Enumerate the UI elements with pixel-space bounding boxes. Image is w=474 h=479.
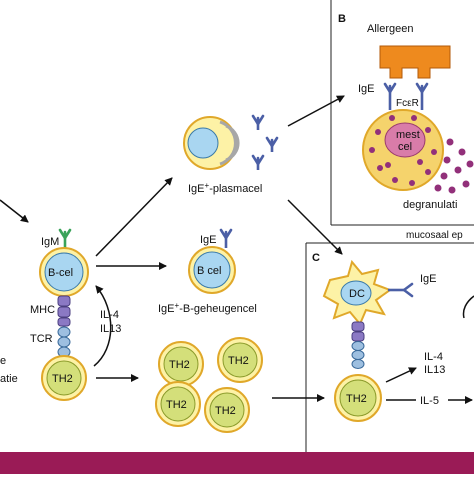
th2-cluster-label-1: TH2 <box>169 359 190 371</box>
memory-cell-label: IgE+-B-geheugencel <box>158 301 257 315</box>
th2-cluster-cell-1 <box>158 341 204 387</box>
mhc-label: MHC <box>30 304 55 316</box>
secreted-ige-3 <box>251 154 265 166</box>
dendritic-cell <box>322 259 393 326</box>
il4-main-label: IL-4 <box>100 309 119 321</box>
panel-b-frame <box>330 0 474 226</box>
mhc-complex <box>57 295 71 327</box>
dc-bound-ige <box>388 282 414 298</box>
memory-ige-antibody <box>219 228 233 240</box>
plasmacell-label: IgE+-plasmacel <box>188 181 262 195</box>
degranulation-label: degranulati <box>403 199 457 211</box>
ige-memory-top-label: IgE <box>200 234 217 246</box>
mast-cell <box>362 109 444 191</box>
allergen-shape <box>379 45 451 79</box>
panel-c-edge-curve <box>462 295 474 319</box>
left-cut-label-atie: atie <box>0 373 18 385</box>
th2-main-cell <box>41 355 87 401</box>
th2-cluster-cell-2 <box>217 337 263 383</box>
panel-c-label: C <box>312 252 320 264</box>
memory-cell-inner-label: B cel <box>197 265 221 277</box>
arrow-il4-c <box>385 367 417 383</box>
plasma-cell <box>183 116 240 170</box>
tcr-complex <box>57 326 71 358</box>
left-cut-label-e: e <box>0 355 6 367</box>
arrow-into-bcell <box>0 199 29 223</box>
ige-c-label: IgE <box>420 273 437 285</box>
bottom-bar <box>0 452 474 474</box>
mucosal-label: mucosaal ep <box>406 230 463 241</box>
mast-label: mest <box>396 129 420 141</box>
th2-cluster-cell-3 <box>155 381 201 427</box>
mast-label-cel: cel <box>398 141 412 153</box>
il5-c-label: IL-5 <box>420 395 439 407</box>
arrow-to-mast-cell <box>287 95 345 127</box>
arrow-to-plasmacell <box>95 177 173 257</box>
mast-granules-inner <box>369 115 437 186</box>
tcr-complex-c <box>351 341 365 369</box>
allergen-label: Allergeen <box>367 23 413 35</box>
ige-label-b: IgE <box>358 83 375 95</box>
th2-cluster-label-3: TH2 <box>166 399 187 411</box>
th2-main-label: TH2 <box>52 373 73 385</box>
panel-b-label: B <box>338 13 346 25</box>
dc-label: DC <box>349 288 365 300</box>
il13-c-label: IL13 <box>424 364 445 376</box>
th2-cluster <box>155 337 263 433</box>
b-cell <box>39 247 89 297</box>
th2-cluster-label-4: TH2 <box>215 405 236 417</box>
igm-antibody <box>58 228 72 240</box>
th2-panel-c-cell <box>334 374 382 422</box>
secreted-ige-1 <box>251 114 265 126</box>
igm-label: IgM <box>41 236 59 248</box>
mhc-complex-c <box>351 321 365 342</box>
panel-c-frame <box>305 242 474 452</box>
arrow-to-dc <box>287 199 343 255</box>
il4-curved-arrow <box>93 285 112 367</box>
released-granules <box>434 138 474 194</box>
mast-ige-right <box>415 82 429 94</box>
th2-c-label: TH2 <box>346 393 367 405</box>
mast-ige-left <box>383 82 397 94</box>
il13-main-label: IL13 <box>100 323 121 335</box>
memory-b-cell <box>188 246 236 294</box>
th2-cluster-label-2: TH2 <box>228 355 249 367</box>
secreted-ige-2 <box>265 136 279 148</box>
tcr-label: TCR <box>30 333 53 345</box>
il4-c-label: IL-4 <box>424 351 443 363</box>
fceri-label: FcεR <box>396 98 419 109</box>
b-cell-label: B-cel <box>48 267 73 279</box>
th2-cluster-cell-4 <box>204 387 250 433</box>
